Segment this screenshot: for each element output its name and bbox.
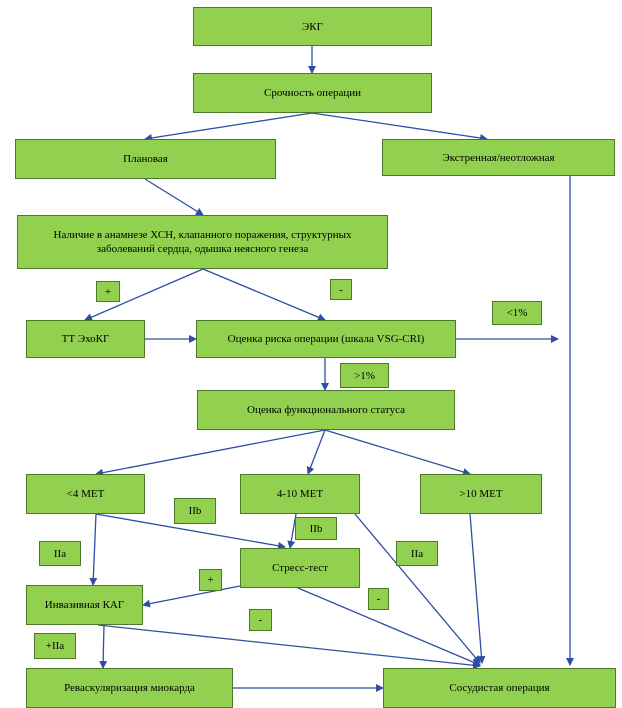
arrow-urgency-emergency [311, 112, 488, 142]
arrow-functional-low [95, 429, 326, 477]
node-met-high: >10 MET [420, 474, 542, 514]
label-lt1: <1% [492, 301, 542, 325]
arrow-invasive-vascular [97, 624, 481, 670]
label-plus-iia: +IIa [34, 633, 76, 659]
node-planned: Плановая [15, 139, 276, 179]
arrow-high-vascular [469, 513, 486, 664]
label-iib-mid: IIb [295, 517, 337, 540]
label-iia-mid: IIa [396, 541, 438, 566]
arrow-planned-history [144, 178, 204, 216]
label-minus-stress-a: - [368, 588, 389, 610]
node-invasive: Инвазивная КАГ [26, 585, 143, 625]
label-minus-stress-b: - [249, 609, 272, 631]
arrow-stress-invasive [142, 585, 241, 608]
arrow-stress-vascular [297, 587, 481, 666]
arrow-history-tte [84, 268, 204, 321]
node-vascular: Сосудистая операция [383, 668, 616, 708]
node-ecg: ЭКГ [193, 7, 432, 46]
label-plus-stress: + [199, 569, 222, 591]
node-tte: ТТ ЭхоКГ [26, 320, 145, 358]
node-stress: Стресс-тест [240, 548, 360, 588]
node-met-mid: 4-10 MET [240, 474, 360, 514]
arrow-low-invasive [89, 513, 98, 586]
label-iia-low: IIa [39, 541, 81, 566]
arrow-functional-high [324, 429, 471, 476]
arrow-functional-mid [306, 429, 326, 475]
node-functional: Оценка функционального статуса [197, 390, 455, 430]
label-plus-history: + [96, 281, 120, 302]
arrow-invasive-revasc [99, 624, 108, 669]
label-minus-history: - [330, 279, 352, 300]
arrow-mid-vascular [354, 513, 481, 664]
arrow-history-risk [202, 268, 326, 321]
node-urgency: Срочность операции [193, 73, 432, 113]
node-emergency: Экстренная/неотложная [382, 139, 615, 176]
arrow-urgency-planned [144, 112, 313, 142]
arrow-low-stress [95, 513, 286, 550]
label-iib-low: IIb [174, 498, 216, 524]
node-met-low: <4 MET [26, 474, 145, 514]
node-risk: Оценка риска операции (шкала VSG-CRI) [196, 320, 456, 358]
label-gt1: >1% [340, 363, 389, 388]
node-history: Наличие в анамнезе ХСН, клапанного пораж… [17, 215, 388, 269]
node-revasc: Реваскуляризация миокарда [26, 668, 233, 708]
